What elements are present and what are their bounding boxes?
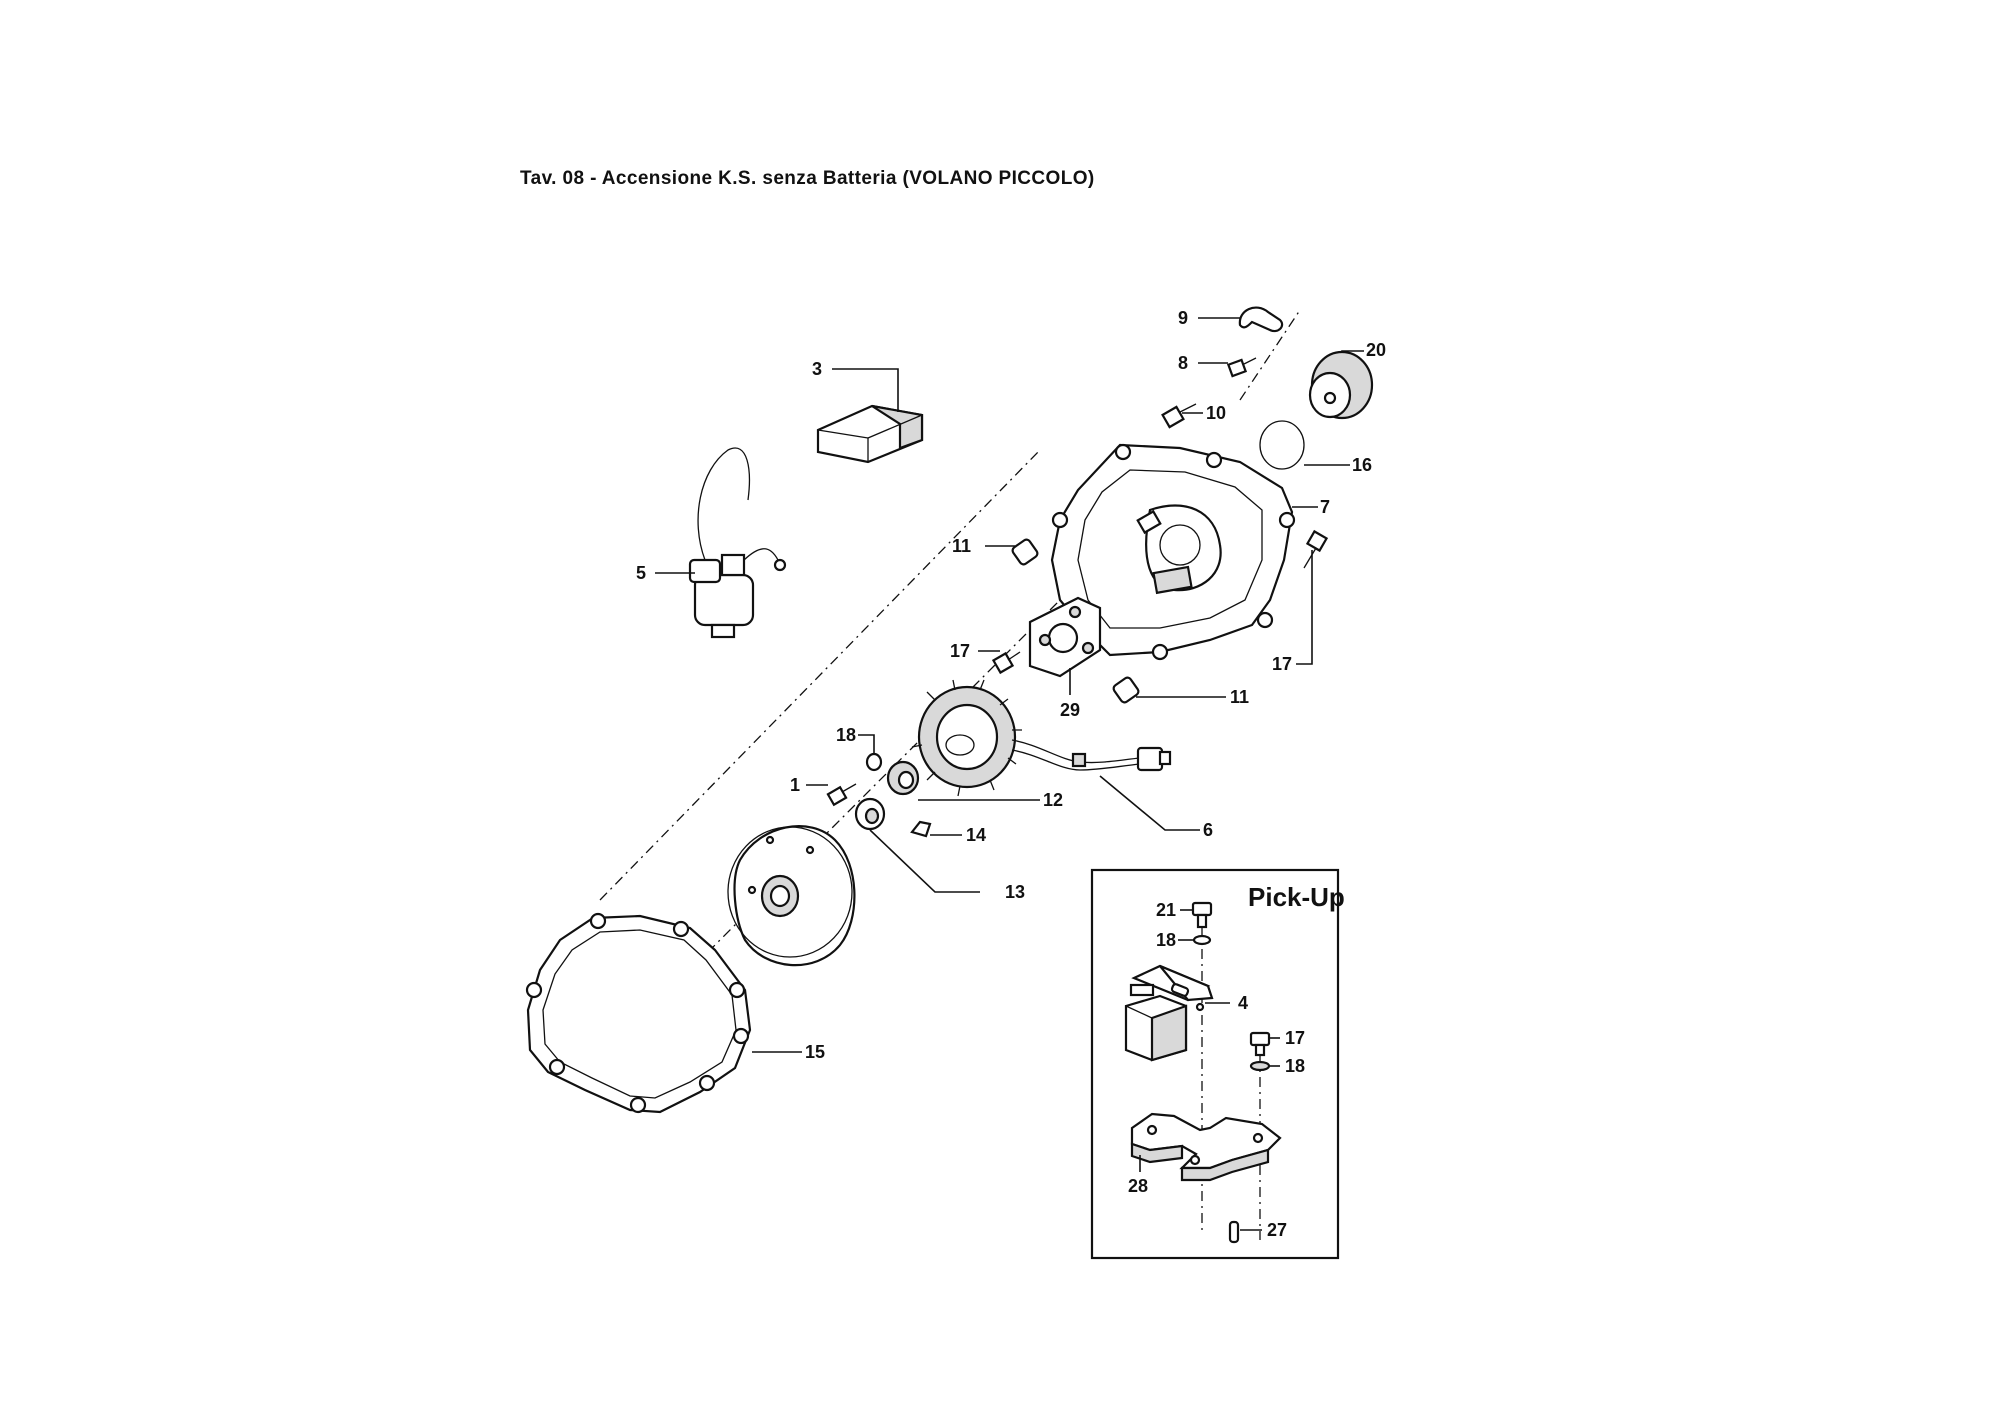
callout-5: 5 [636,563,646,583]
assembly-axis-cover [1239,309,1301,401]
screw-8-part [1226,357,1257,378]
screw-21-part [1191,901,1213,929]
callout-13: 13 [1005,882,1025,902]
callout-29: 29 [1060,700,1080,720]
dowel-pin-27-part [1228,1220,1240,1244]
support-plate-28-part [1130,1112,1282,1182]
screw-1-part [826,783,857,807]
callout-11-lower: 11 [1230,687,1249,707]
pickup-inset-frame [1090,868,1340,1260]
callout-15: 15 [805,1042,825,1062]
ignition-coil-part [688,447,787,639]
callout-11-upper: 11 [952,536,971,556]
callout-p4: 4 [1238,993,1248,1013]
callout-3: 3 [812,359,822,379]
bush-11-upper-part [1011,538,1039,566]
callout-16: 16 [1352,455,1372,475]
washer-18-part [865,752,883,772]
washer-p18-upper-part [1192,934,1212,946]
clip-part [1238,306,1284,333]
cover-housing-part [1050,443,1296,661]
callout-6: 6 [1203,820,1213,840]
leader-13 [869,829,980,893]
callout-p21: 21 [1156,900,1176,920]
leader-18 [858,734,875,754]
callout-12: 12 [1043,790,1063,810]
callout-14: 14 [966,825,986,845]
leader-17-right [1296,550,1313,665]
assembly-axis-main [599,449,1041,901]
stator-6-part [911,679,1172,797]
nut-12-part [886,760,920,796]
screw-10-part [1161,403,1197,429]
callout-1: 1 [790,775,800,795]
screw-p17-part [1249,1031,1271,1057]
callout-10: 10 [1206,403,1226,423]
regulator-part [816,404,924,464]
bush-11-lower-part [1112,676,1140,704]
page-title: Tav. 08 - Accensione K.S. senza Batteria… [520,168,1095,189]
callout-17-left: 17 [950,641,970,661]
o-ring-part [1259,420,1305,470]
leader-3 [832,368,899,412]
callout-p17: 17 [1285,1028,1305,1048]
washer-13-part [854,797,886,831]
pickup-inset: Pick-Up 21 18 4 [1090,868,1345,1260]
callout-p18-lower: 18 [1285,1056,1305,1076]
callout-17-right: 17 [1272,654,1292,674]
callout-8: 8 [1178,353,1188,373]
screw-17-left-part [991,651,1021,675]
pickup-sensor-4-part [1124,964,1214,1062]
pickup-bracket-29-part [1028,596,1102,678]
leader-20 [1341,350,1364,353]
callout-p27: 27 [1267,1220,1287,1240]
leader-6 [1099,775,1200,831]
callout-18: 18 [836,725,856,745]
key-14-part [910,820,932,838]
washer-p18-lower-part [1249,1060,1271,1072]
callout-20: 20 [1366,340,1386,360]
gasket-15-part [525,912,752,1114]
screw-17-right-part [1303,529,1329,569]
callout-7: 7 [1320,497,1330,517]
pickup-inset-title: Pick-Up [1248,882,1345,912]
assembly-axis-flywheel [629,519,1141,1031]
cap-20-part [1308,350,1374,420]
flywheel-part [727,825,856,967]
callout-p18-upper: 18 [1156,930,1176,950]
callout-9: 9 [1178,308,1188,328]
callout-p28: 28 [1128,1176,1148,1196]
